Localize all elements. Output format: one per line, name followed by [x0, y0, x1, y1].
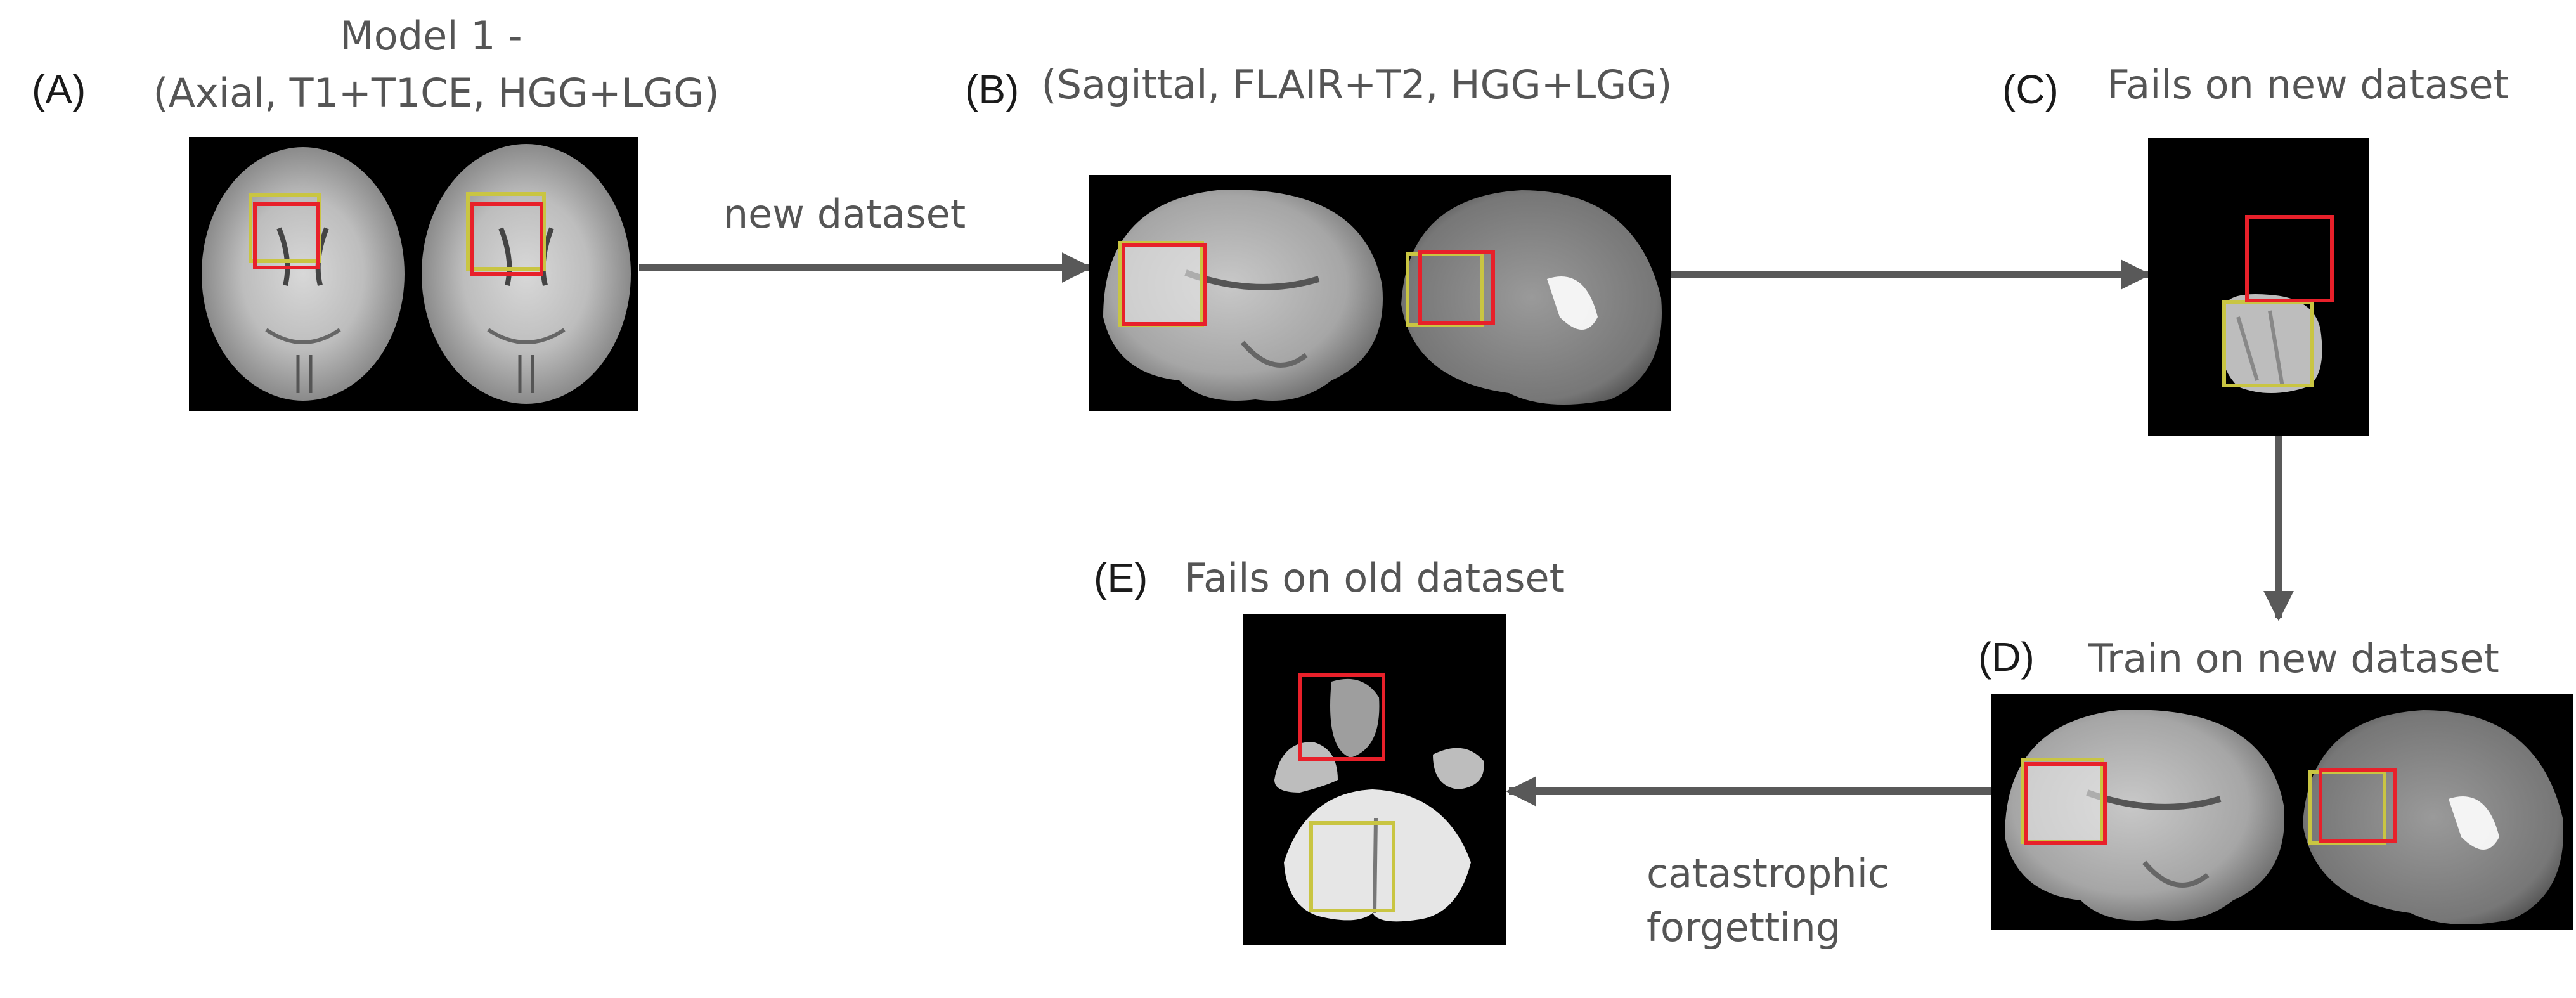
- panel-a-caption-line2: (Axial, T1+T1CE, HGG+LGG): [153, 70, 719, 116]
- panel-a-right-yellow-box: [466, 192, 546, 271]
- panel-e-red-box: [1298, 673, 1385, 761]
- edge-d-to-e-label-line1: catastrophic: [1647, 850, 1889, 897]
- panel-d-left-red-box: [2024, 762, 2107, 845]
- panel-a-right-red-box: [470, 202, 543, 276]
- panel-a-left-red-box: [253, 202, 320, 269]
- panel-e-caption: Fails on old dataset: [1184, 555, 1565, 601]
- panel-b-brain-right: [1401, 190, 1662, 405]
- panel-b-label: (B): [965, 67, 1019, 112]
- panel-c-red-box: [2245, 215, 2334, 302]
- panel-c-tissue: [2222, 294, 2322, 393]
- panel-d-brain-right: [2303, 710, 2563, 924]
- edge-d-to-e-label-line2: forgetting: [1647, 904, 1841, 950]
- panel-d-caption: Train on new dataset: [2088, 635, 2499, 682]
- panel-d-sagittal-scans: [1991, 694, 2573, 930]
- panel-d-label: (D): [1978, 634, 2035, 680]
- panel-a-label: (A): [32, 67, 86, 112]
- panel-e-left-lobe: [1274, 742, 1338, 793]
- panel-a-axial-scans: [189, 137, 638, 411]
- edge-d-to-e: catastrophic forgetting: [1506, 776, 1991, 950]
- panel-b-caption: (Sagittal, FLAIR+T2, HGG+LGG): [1042, 62, 1673, 108]
- panel-e-yellow-box: [1309, 821, 1395, 912]
- edge-a-to-b: new dataset: [639, 191, 1092, 283]
- panel-a-brain-left: [202, 147, 405, 401]
- panel-c-label: (C): [2002, 67, 2059, 112]
- panel-e-scan: [1243, 614, 1506, 945]
- panel-d: (D) Train on new dataset: [1978, 634, 2573, 930]
- panel-e-label: (E): [1094, 555, 1148, 600]
- panel-b-sagittal-scans: [1089, 175, 1671, 411]
- panel-e-top-lobe: [1330, 678, 1380, 758]
- panel-a-caption-line1: Model 1 -: [340, 13, 522, 59]
- panel-b: (B) (Sagittal, FLAIR+T2, HGG+LGG): [965, 62, 1672, 411]
- panel-c-scan: [2148, 138, 2369, 436]
- panel-c-caption: Fails on new dataset: [2107, 62, 2509, 108]
- panel-d-right-red-box: [2319, 768, 2397, 843]
- panel-b-right-red-box: [1418, 250, 1495, 325]
- panel-e-right-lobe: [1433, 748, 1484, 789]
- panel-e: (E) Fails on old dataset: [1094, 555, 1565, 945]
- panel-c: (C) Fails on new dataset: [2002, 62, 2509, 436]
- panel-a: (A) Model 1 - (Axial, T1+T1CE, HGG+LGG): [32, 13, 720, 411]
- panel-b-left-red-box: [1122, 243, 1207, 326]
- edge-a-to-b-label: new dataset: [723, 191, 966, 237]
